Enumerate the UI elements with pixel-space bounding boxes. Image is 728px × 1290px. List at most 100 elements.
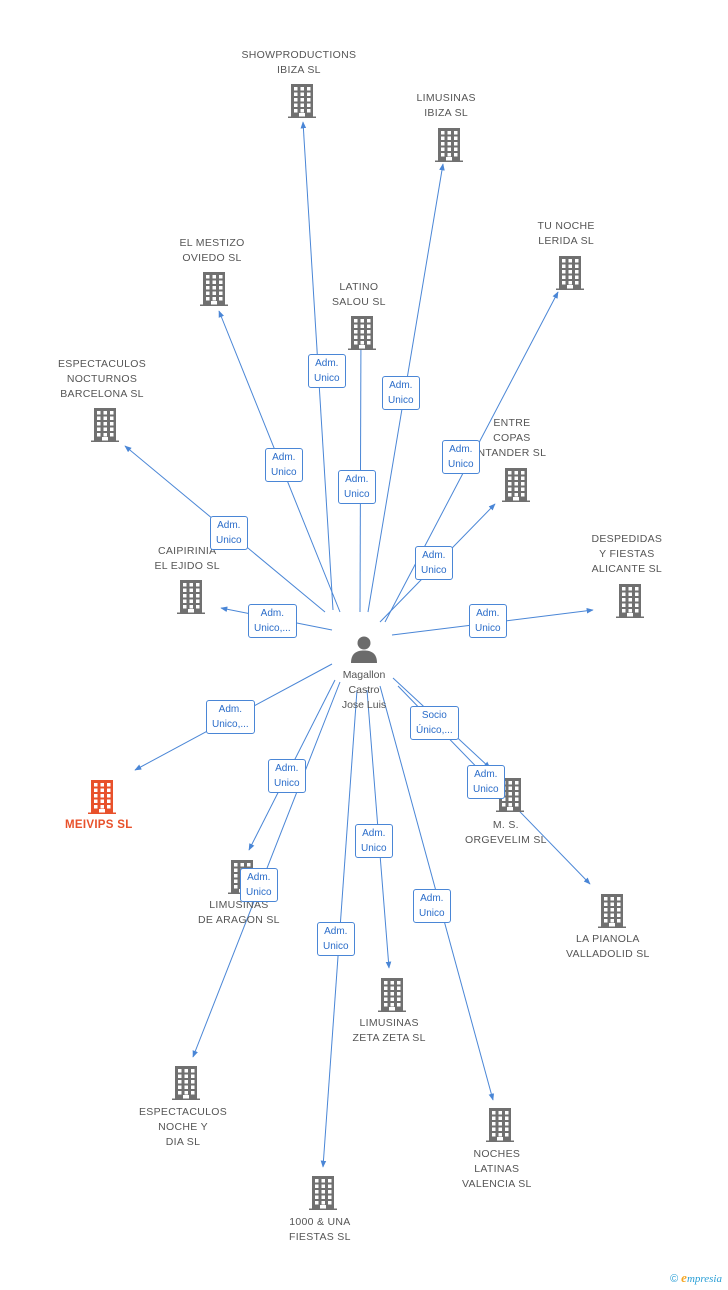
brand-rest: mpresia — [686, 1273, 722, 1285]
company-name-line: OVIEDO SL — [182, 252, 242, 264]
relation-role-line: Unico — [344, 489, 370, 500]
relation-role-line: Adm. — [275, 763, 299, 774]
brand-initial: e — [681, 1270, 687, 1285]
relation-role-line: Unico — [475, 623, 501, 634]
relation-badge-limusinas-aragon[interactable]: Adm.Unico — [268, 759, 306, 793]
person-icon — [351, 636, 377, 663]
company-name-line: VALLADOLID SL — [566, 948, 650, 960]
company-name-line: IBIZA SL — [276, 64, 321, 76]
relation-badge-despedidas[interactable]: Adm.Unico — [469, 604, 507, 638]
building-icon[interactable] — [502, 468, 530, 502]
relation-badge-showproductions[interactable]: Adm. Unico — [308, 354, 346, 388]
relation-role-line: Adm. — [247, 872, 271, 883]
relation-badge-noches-latinas[interactable]: Adm.Unico — [413, 889, 451, 923]
relation-role-line: Unico — [448, 459, 474, 470]
company-name-line: DE ARAGON SL — [198, 914, 280, 926]
relation-role-line: Adm. — [218, 704, 243, 715]
relation-badge-espectaculos-nocturnos[interactable]: Adm.Unico — [210, 516, 248, 550]
relation-role-line: Unico — [271, 467, 297, 478]
relation-role-line: Adm. — [217, 520, 241, 531]
relation-role-line: Unico — [323, 941, 349, 952]
relation-role-line: Adm. — [315, 358, 339, 369]
company-name-line: ALICANTE SL — [591, 563, 663, 575]
building-icon[interactable] — [91, 408, 119, 442]
company-name-line: LIMUSINAS — [359, 1017, 419, 1029]
company-name-line: LIMUSINAS — [416, 92, 476, 104]
relation-role-line: Unico — [314, 373, 340, 384]
relation-role-line: Unico — [419, 908, 445, 919]
relation-badge-mil-una-fiestas[interactable]: Adm.Unico — [317, 922, 355, 956]
building-icon[interactable] — [88, 780, 116, 814]
relation-badge-la-pianola[interactable]: Adm.Unico — [467, 765, 505, 799]
person-name: Magallon Castro Jose Luis — [324, 668, 404, 713]
relation-badge-el-mestizo[interactable]: Adm. Unico — [265, 448, 303, 482]
company-name-line: Y FIESTAS — [599, 548, 655, 560]
building-icon[interactable] — [348, 316, 376, 350]
company-name-line: MEIVIPS SL — [65, 819, 133, 831]
company-name-line: NOCHES — [473, 1148, 521, 1160]
company-label-limusinas-zeta[interactable]: LIMUSINAS ZETA ZETA SL — [353, 1016, 426, 1046]
building-icon[interactable] — [309, 1176, 337, 1210]
relation-badge-limusinas-ibiza[interactable]: Adm.Unico — [382, 376, 420, 410]
relation-role-line: Unico,... — [212, 719, 249, 730]
company-name-line: COPAS — [493, 432, 531, 444]
relation-badge-meivips[interactable]: Adm. Unico,... — [206, 700, 255, 734]
person-name-line: Jose Luis — [341, 699, 387, 711]
building-icon[interactable] — [172, 1066, 200, 1100]
company-label-ms-orgevelim[interactable]: M. S. ORGEVELIM SL — [465, 818, 547, 848]
copyright-symbol: © — [670, 1273, 679, 1285]
company-name-line: LERIDA SL — [538, 235, 595, 247]
company-name-line: ZETA ZETA SL — [352, 1032, 426, 1044]
person-name-line: Magallon — [342, 669, 386, 681]
relation-role-line: Adm. — [422, 550, 446, 561]
company-name-line: DIA SL — [165, 1136, 201, 1148]
relation-badge-espectaculos-noche[interactable]: Adm.Unico — [240, 868, 278, 902]
company-name-line: M. S. — [492, 819, 519, 831]
relation-role-line: Adm. — [389, 380, 413, 391]
relation-role-line: Adm. — [272, 452, 296, 463]
company-name-line: TU NOCHE — [537, 220, 595, 232]
building-icon[interactable] — [486, 1108, 514, 1142]
building-icon[interactable] — [378, 978, 406, 1012]
company-name-line: NOCTURNOS — [66, 373, 138, 385]
relation-badge-tu-noche[interactable]: Adm.Unico — [442, 440, 480, 474]
company-name-line: NOCHE Y — [158, 1121, 208, 1133]
relation-badge-entre-copas[interactable]: Adm. Unico — [415, 546, 453, 580]
relation-line-latino-salou — [358, 323, 364, 613]
relation-role-line: Adm. — [260, 608, 285, 619]
building-icon[interactable] — [598, 894, 626, 928]
building-icon[interactable] — [177, 580, 205, 614]
building-icon[interactable] — [288, 84, 316, 118]
relation-role-line: Unico — [421, 565, 447, 576]
person-node[interactable]: Magallon Castro Jose Luis — [324, 634, 404, 713]
building-icon[interactable] — [435, 128, 463, 162]
relation-badge-latino-salou[interactable]: Adm.Unico — [338, 470, 376, 504]
building-icon[interactable] — [200, 272, 228, 306]
relation-badge-caipirinia[interactable]: Adm. Unico,... — [248, 604, 297, 638]
company-label-tu-noche[interactable]: TU NOCHE LERIDA SL — [538, 219, 595, 249]
building-icon[interactable] — [616, 584, 644, 618]
company-name-line: VALENCIA SL — [462, 1178, 532, 1190]
relation-role-line: Unico,... — [254, 623, 291, 634]
company-name-line: ORGEVELIM SL — [465, 834, 547, 846]
company-name-line: CAIPIRINIA — [157, 545, 217, 557]
building-icon[interactable] — [556, 256, 584, 290]
company-label-meivips[interactable]: MEIVIPS SL — [65, 818, 133, 833]
relation-badge-limusinas-zeta[interactable]: Adm.Unico — [355, 824, 393, 858]
company-name-line: LATINO — [339, 281, 379, 293]
relation-role-line: Unico — [473, 784, 499, 795]
